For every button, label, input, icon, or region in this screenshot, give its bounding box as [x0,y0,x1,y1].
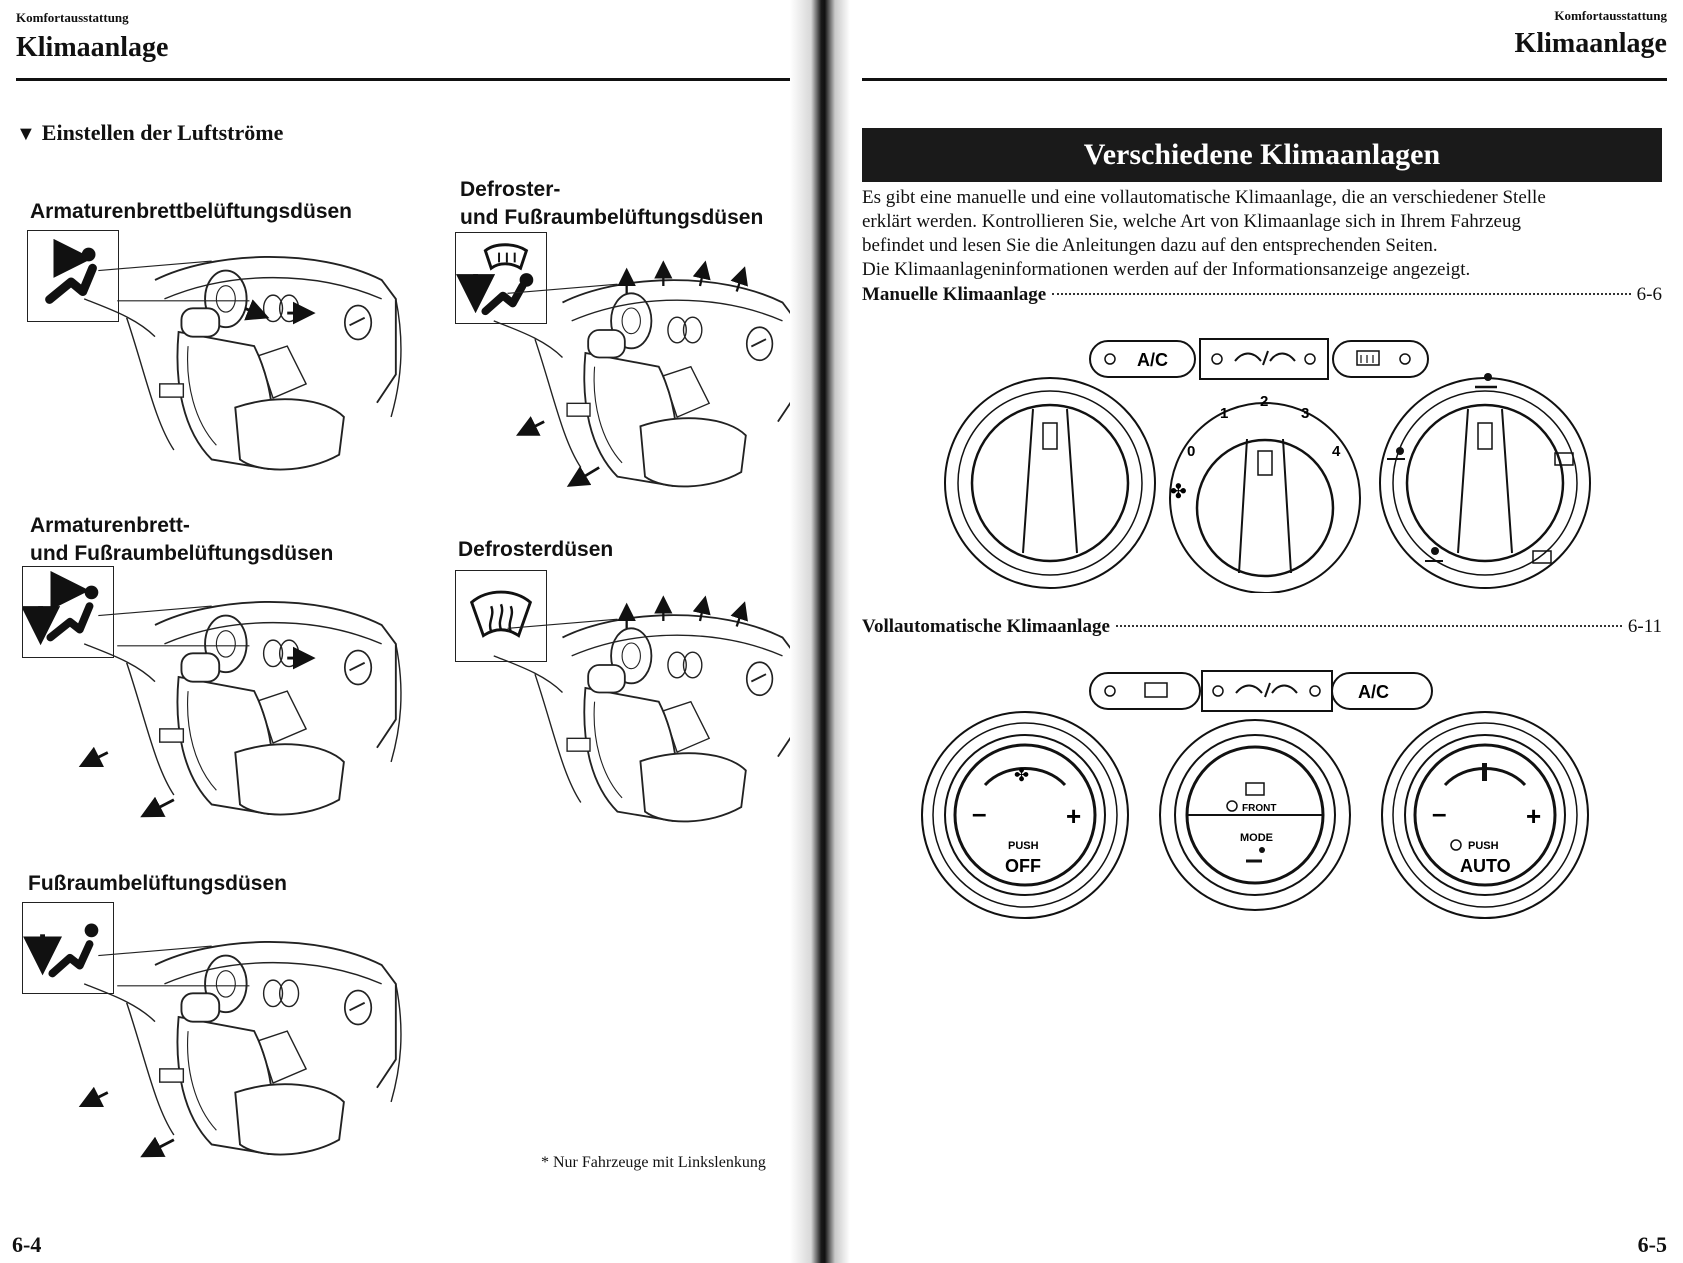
svg-text:3: 3 [1301,405,1309,422]
manual-climate-panel: 0 1 2 3 4 ✤ A/C [944,338,1591,593]
svg-text:+: + [1066,801,1081,831]
page-number-right: 6-5 [1637,1232,1667,1257]
dashboard-defroster-illustration [492,595,803,823]
svg-text:MODE: MODE [1240,832,1273,844]
figure-title-defrost-floor: Defroster- und Fußraumbelüftungsdüsen [460,178,764,229]
section-heading: ▼Einstellen der Luftströme [16,120,284,145]
figure-title-face-vent: Armaturenbrettbelüftungsdüsen [30,200,353,223]
chapter-title-right: Klimaanlage [1514,28,1667,59]
section-banner: Verschiedene Klimaanlagen [862,128,1662,182]
defrost-floor-vent-icon [455,232,547,324]
temperature-knob[interactable] [944,377,1156,589]
face-vent-icon [27,230,119,322]
toc-entry-automatic[interactable]: Vollautomatische Klimaanlage 6-11 [862,616,1662,637]
svg-text:PUSH: PUSH [1008,840,1039,852]
intro-paragraph: Es gibt eine manuelle und eine vollautom… [862,187,1546,280]
figure-title-defroster: Defrosterdüsen [458,538,614,561]
triangle-bullet-icon: ▼ [16,123,36,145]
figure-title-floor: Fußraumbelüftungsdüsen [28,872,287,895]
defroster-icon [455,570,547,662]
ac-button[interactable] [1331,672,1433,710]
svg-text:1: 1 [1220,405,1228,422]
svg-text:A/C: A/C [1358,682,1389,702]
svg-text:FRONT: FRONT [1242,803,1276,814]
svg-text:+: + [1526,801,1541,831]
svg-text:OFF: OFF [1005,856,1041,876]
recirculation-button[interactable] [1199,338,1329,380]
fan-speed-knob[interactable]: 0 1 2 3 4 ✤ [1169,393,1361,593]
running-head-right: Komfortausstattung [1554,8,1667,23]
fan-icon: ✤ [1170,479,1187,503]
dashboard-defrost-floor-illustration [492,260,803,488]
svg-text:PUSH: PUSH [1468,840,1499,852]
temperature-auto-knob[interactable]: – + PUSH AUTO [1381,711,1589,919]
running-head: Komfortausstattung [16,10,129,25]
svg-text:A/C: A/C [1137,350,1168,370]
dashboard-bi-level-illustration [78,601,402,818]
header-rule [16,78,810,81]
automatic-climate-panel: A/C ✤ – + PUSH OFF FRONT MODE – + [921,670,1589,919]
svg-text:–: – [1432,798,1446,828]
book-gutter [790,0,850,1263]
figure-title-bi-level: Armaturenbrett- und Fußraumbelüftungsdüs… [30,514,334,565]
svg-text:4: 4 [1332,443,1341,460]
svg-text:–: – [972,798,986,828]
footnote: * Nur Fahrzeuge mit Linkslenkung [541,1154,766,1171]
toc-entry-manual[interactable]: Manuelle Klimaanlage 6-6 [862,284,1662,305]
svg-text:2: 2 [1260,393,1268,410]
svg-text:0: 0 [1187,443,1195,460]
left-page: Komfortausstattung Klimaanlage ▼Einstell… [0,0,810,1263]
air-mode-knob[interactable] [1379,373,1591,589]
header-rule-right [862,78,1667,81]
floor-vent-icon [22,902,114,994]
rear-defrost-button[interactable] [1332,340,1429,378]
front-defrost-mode-knob[interactable]: FRONT MODE [1159,719,1351,911]
fan-off-knob[interactable]: ✤ – + PUSH OFF [921,711,1129,919]
chapter-title: Klimaanlage [16,32,169,63]
dashboard-floor-illustration [78,941,402,1158]
svg-text:AUTO: AUTO [1460,856,1511,876]
ac-button[interactable] [1089,340,1196,378]
page-number: 6-4 [12,1232,42,1257]
bi-level-vent-icon [21,566,114,658]
dashboard-face-vent-illustration [83,256,402,471]
svg-text:✤: ✤ [1014,765,1029,786]
